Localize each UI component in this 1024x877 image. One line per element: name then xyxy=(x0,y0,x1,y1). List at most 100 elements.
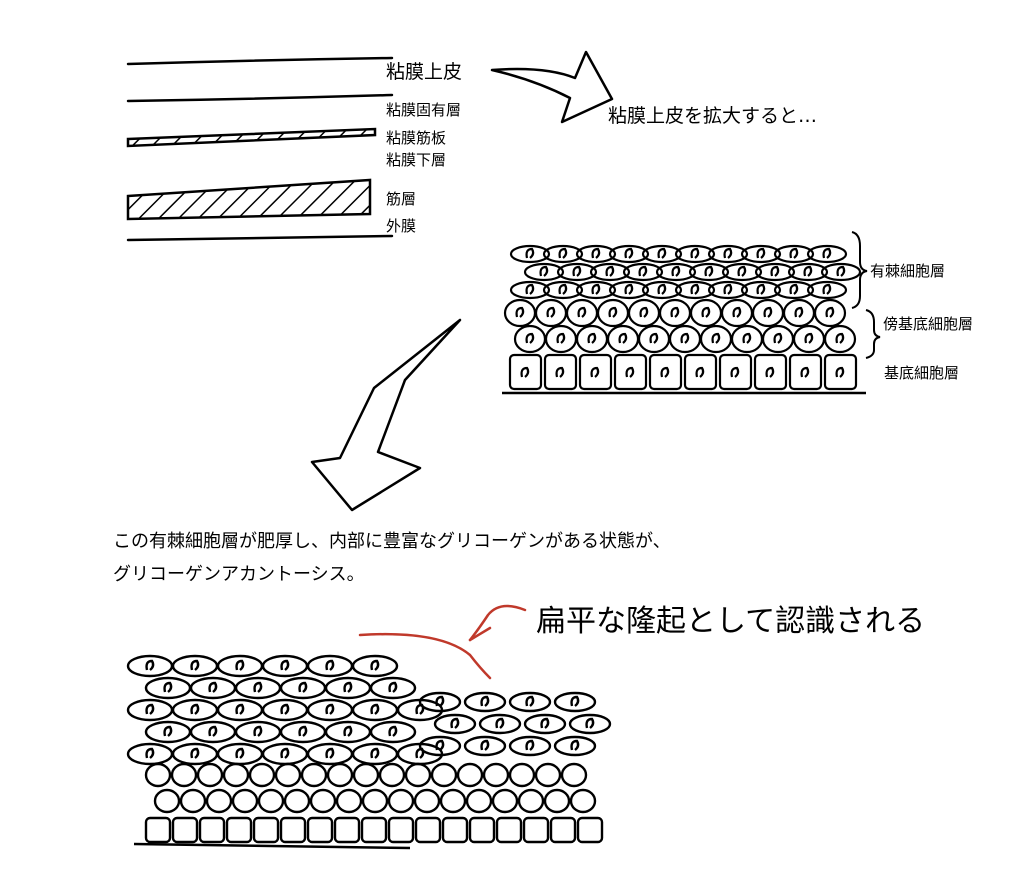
parabasal-cell xyxy=(205,788,233,814)
spinous-cell xyxy=(324,720,372,744)
highlight-arrow xyxy=(358,604,527,680)
cell-nucleus xyxy=(800,366,810,378)
cell-nucleus xyxy=(638,265,648,277)
label-submucosa: 粘膜下層 xyxy=(386,151,447,169)
parabasal-cell xyxy=(482,762,510,788)
thickened-spinous-cells xyxy=(126,654,612,766)
spinous-cell xyxy=(575,280,617,300)
parabasal-cell xyxy=(274,762,302,788)
cell-nucleus xyxy=(515,306,525,318)
spinous-cell xyxy=(279,720,327,744)
zoom-arrow xyxy=(490,50,614,124)
label-mucosal-epithelium: 粘膜上皮 xyxy=(386,61,463,83)
spinous-cell xyxy=(369,676,417,700)
cell-nucleus xyxy=(435,695,445,707)
spinous-cell xyxy=(707,280,749,300)
cell-nucleus xyxy=(765,366,775,378)
spinous-cell xyxy=(754,262,796,282)
cell-nucleus xyxy=(253,725,263,737)
spinous-cell xyxy=(433,713,477,735)
cell-nucleus xyxy=(280,703,290,715)
spinous-cell xyxy=(418,735,462,757)
parabasal-cell xyxy=(627,298,661,328)
cell-nucleus xyxy=(591,283,601,295)
parabasal-cell xyxy=(560,762,588,788)
parabasal-cell xyxy=(596,298,630,328)
epithelium-magnified xyxy=(502,231,881,395)
parabasal-cell xyxy=(231,788,259,814)
cell-nucleus xyxy=(280,659,290,671)
parabasal-cell xyxy=(569,788,597,814)
spinous-cell xyxy=(674,244,716,264)
spinous-cell xyxy=(542,280,584,300)
cell-nucleus xyxy=(657,247,667,259)
spinous-cell xyxy=(556,262,598,282)
spinous-cell xyxy=(351,742,399,766)
cell-nucleus xyxy=(208,725,218,737)
basal-cell xyxy=(549,816,577,844)
cell-nucleus xyxy=(690,247,700,259)
spinous-cell xyxy=(171,698,219,722)
cell-nucleus xyxy=(585,717,595,729)
cell-nucleus xyxy=(325,703,335,715)
cell-nucleus xyxy=(680,332,690,344)
spinous-cell xyxy=(509,244,551,264)
basal-cell xyxy=(648,353,683,391)
cell-nucleus xyxy=(145,703,155,715)
spinous-cell xyxy=(542,244,584,264)
parabasal-cell xyxy=(413,788,441,814)
parabasal-cell xyxy=(283,788,311,814)
spinous-cell xyxy=(478,713,522,735)
parabasal-cell xyxy=(508,762,536,788)
spinous-cell xyxy=(324,676,372,700)
cell-nucleus xyxy=(822,283,832,295)
spinous-cell xyxy=(171,654,219,678)
parabasal-cell xyxy=(335,788,363,814)
parabasal-cell xyxy=(565,298,599,328)
parabasal-cell xyxy=(179,788,207,814)
cell-nucleus xyxy=(525,332,535,344)
spinous-cell xyxy=(721,262,763,282)
parabasal-cell xyxy=(513,324,547,354)
basal-cell xyxy=(198,816,226,844)
cell-nucleus xyxy=(325,747,335,759)
cell-nucleus xyxy=(495,717,505,729)
cell-nucleus xyxy=(591,247,601,259)
cell-nucleus xyxy=(695,366,705,378)
parabasal-cell xyxy=(720,298,754,328)
basal-cell xyxy=(414,816,442,844)
basal-cell xyxy=(753,353,788,391)
parabasal-cell xyxy=(813,298,847,328)
cell-nucleus xyxy=(732,306,742,318)
spinous-cell xyxy=(575,244,617,264)
parabasal-cell xyxy=(248,762,276,788)
lamina-propria-line xyxy=(126,93,394,103)
basal-cell xyxy=(543,353,578,391)
parabasal-cell xyxy=(352,762,380,788)
cell-nucleus xyxy=(555,366,565,378)
label-basal-layer: 基底細胞層 xyxy=(884,364,960,382)
cell-nucleus xyxy=(253,681,263,693)
parabasal-cell xyxy=(361,788,389,814)
basal-cell xyxy=(495,816,523,844)
spinous-cell xyxy=(806,244,848,264)
parabasal-cell xyxy=(378,762,406,788)
cell-nucleus xyxy=(480,739,490,751)
spinous-cell xyxy=(306,654,354,678)
cell-nucleus xyxy=(657,283,667,295)
layer-diagram xyxy=(126,56,394,242)
spinous-cell xyxy=(144,676,192,700)
parabasal-cell xyxy=(387,788,415,814)
label-muscularis-propria: 筋層 xyxy=(386,190,417,208)
spinous-cell xyxy=(351,654,399,678)
parabasal-cell xyxy=(517,788,545,814)
mucosal-epithelium-line xyxy=(126,56,394,66)
cell-nucleus xyxy=(235,703,245,715)
basal-cell xyxy=(613,353,648,391)
spinous-cell xyxy=(553,691,597,713)
parabasal-cell xyxy=(456,762,484,788)
parabasal-cell xyxy=(300,762,328,788)
zoom-caption: 粘膜上皮を拡大すると… xyxy=(608,105,818,127)
caption-line-2: グリコーゲンアカントーシス。 xyxy=(113,564,365,585)
label-adventitia: 外膜 xyxy=(386,217,417,235)
